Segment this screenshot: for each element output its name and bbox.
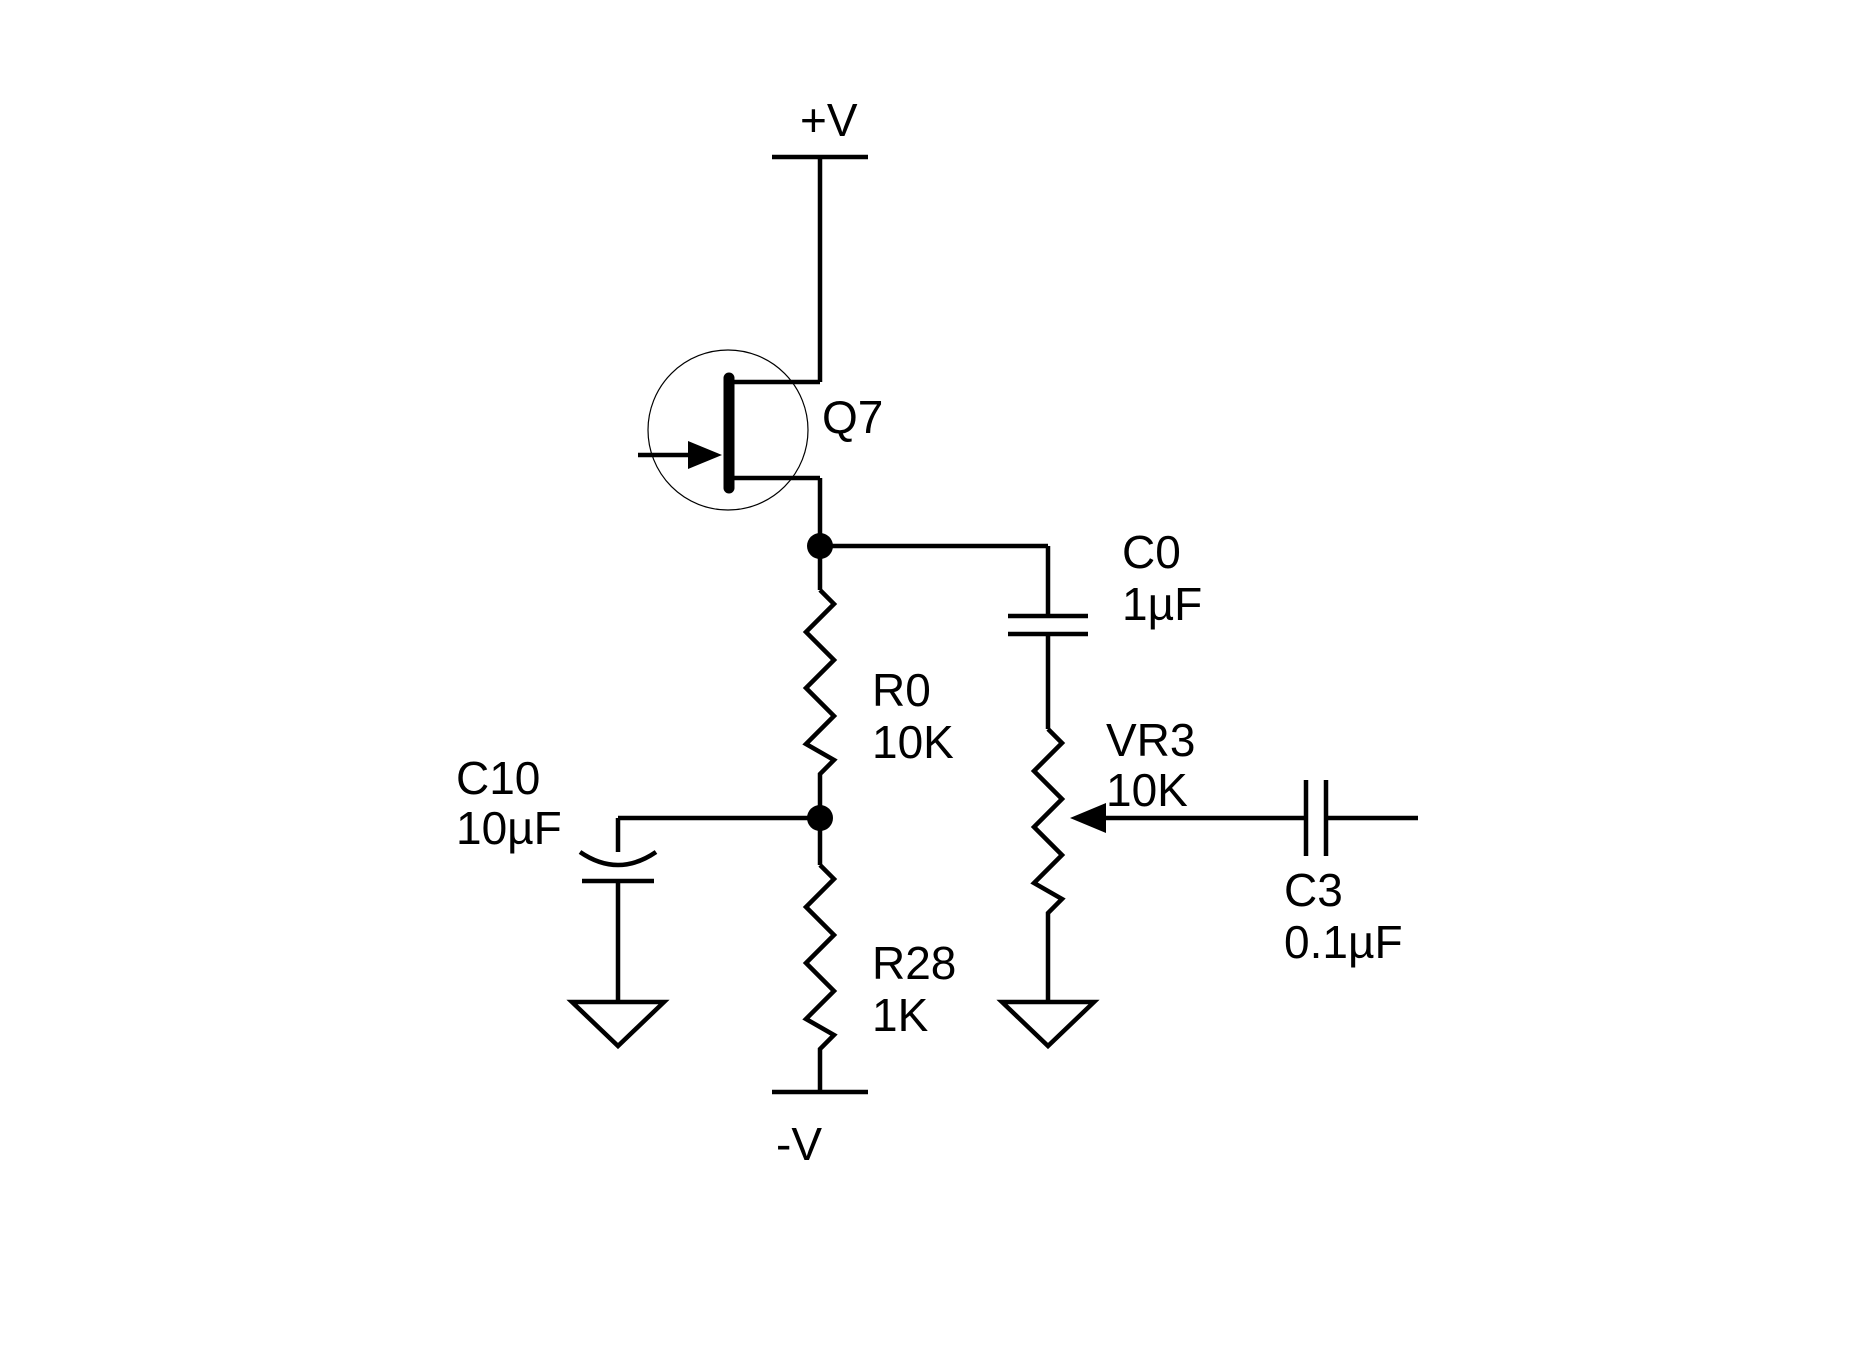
q7-jfet-transistor [638, 349, 820, 511]
c10-ref-label: C10 [456, 752, 540, 804]
r0-resistor [802, 588, 838, 818]
positive-supply-rail [772, 154, 868, 382]
c0-ref-label: C0 [1122, 526, 1181, 578]
negative-supply-label: -V [776, 1118, 822, 1170]
mid-junction-dot [807, 805, 833, 831]
c3-value-label: 0.1µF [1284, 916, 1403, 968]
q7-ref-label: Q7 [822, 391, 883, 443]
positive-supply-label: +V [800, 94, 858, 146]
c10-electrolytic-capacitor [578, 850, 658, 1002]
c3-ref-label: C3 [1284, 864, 1343, 916]
vr3-value-label: 10K [1106, 764, 1188, 816]
vr3-ground-symbol [996, 999, 1100, 1050]
source-junction-dot [807, 533, 833, 559]
c0-value-label: 1µF [1122, 578, 1202, 630]
vr3-potentiometer [1030, 727, 1306, 1002]
c0-capacitor [1008, 613, 1088, 729]
c10-value-label: 10µF [456, 802, 562, 854]
r0-value-label: 10K [872, 716, 954, 768]
r28-ref-label: R28 [872, 937, 956, 989]
vr3-wiper-arrow [1070, 803, 1106, 833]
q7-gate-arrow [688, 441, 722, 469]
r28-resistor [802, 863, 838, 1092]
r0-ref-label: R0 [872, 664, 931, 716]
r28-value-label: 1K [872, 989, 929, 1041]
c3-capacitor [1303, 780, 1418, 856]
c10-ground-symbol [566, 999, 670, 1050]
source-node-wiring [817, 478, 1051, 616]
vr3-ref-label: VR3 [1106, 714, 1195, 766]
